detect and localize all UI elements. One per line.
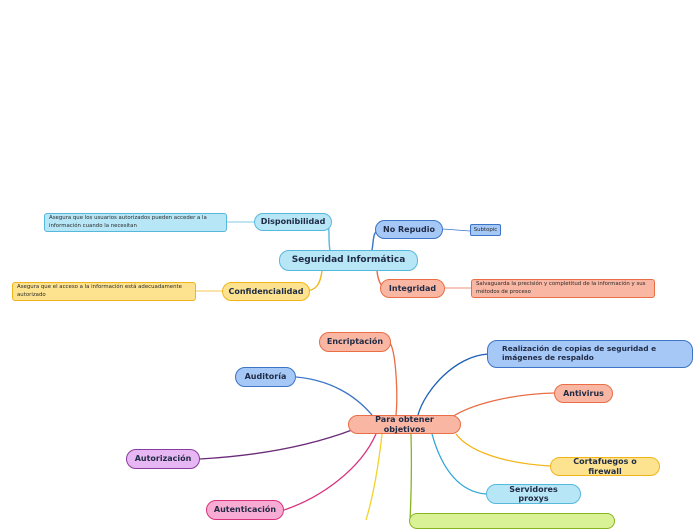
link-proxys	[431, 433, 487, 495]
link-auditoria	[295, 376, 373, 416]
root-para-obtener-objetivos[interactable]: Para obtener objetivos	[348, 415, 461, 434]
link-green	[409, 433, 413, 520]
root-seguridad-informatica[interactable]: Seguridad Informática	[279, 250, 418, 271]
node-no-repudio[interactable]: No Repudio	[375, 220, 443, 239]
node-confidencialidad[interactable]: Confidencialidad	[222, 282, 310, 301]
link-norepudio-subtopic	[442, 228, 471, 232]
subtopic-no-repudio[interactable]: Subtopic	[470, 224, 501, 236]
node-autenticacion[interactable]: Autenticación	[206, 500, 284, 520]
note-disponibilidad[interactable]: Asegura que los usuarios autorizados pue…	[44, 213, 227, 232]
link-copias	[417, 353, 489, 416]
link-autenticacion	[283, 433, 377, 511]
node-antivirus[interactable]: Antivirus	[554, 384, 613, 403]
node-encriptacion[interactable]: Encriptación	[319, 332, 391, 352]
node-disponibilidad[interactable]: Disponibilidad	[254, 213, 332, 231]
node-autorizacion[interactable]: Autorización	[126, 449, 200, 469]
link-antivirus	[451, 392, 555, 418]
link-encriptacion	[389, 342, 398, 416]
node-cortafuegos[interactable]: Cortafuegos o firewall	[550, 457, 660, 476]
link-autorizacion	[199, 429, 353, 460]
note-confidencialidad[interactable]: Asegura que el acceso a la información e…	[12, 282, 196, 301]
node-auditoria[interactable]: Auditoría	[235, 367, 296, 387]
node-copias-seguridad[interactable]: Realización de copias de seguridad e imá…	[487, 340, 693, 368]
node-green-partial[interactable]	[409, 513, 615, 529]
node-integridad[interactable]: Integridad	[380, 279, 445, 298]
link-cortafuegos	[455, 433, 551, 467]
note-integridad[interactable]: Salvaguarda la precisión y completitud d…	[471, 279, 655, 298]
link-yellow-bottom	[365, 433, 383, 520]
node-servidores-proxys[interactable]: Servidores proxys	[486, 484, 581, 504]
